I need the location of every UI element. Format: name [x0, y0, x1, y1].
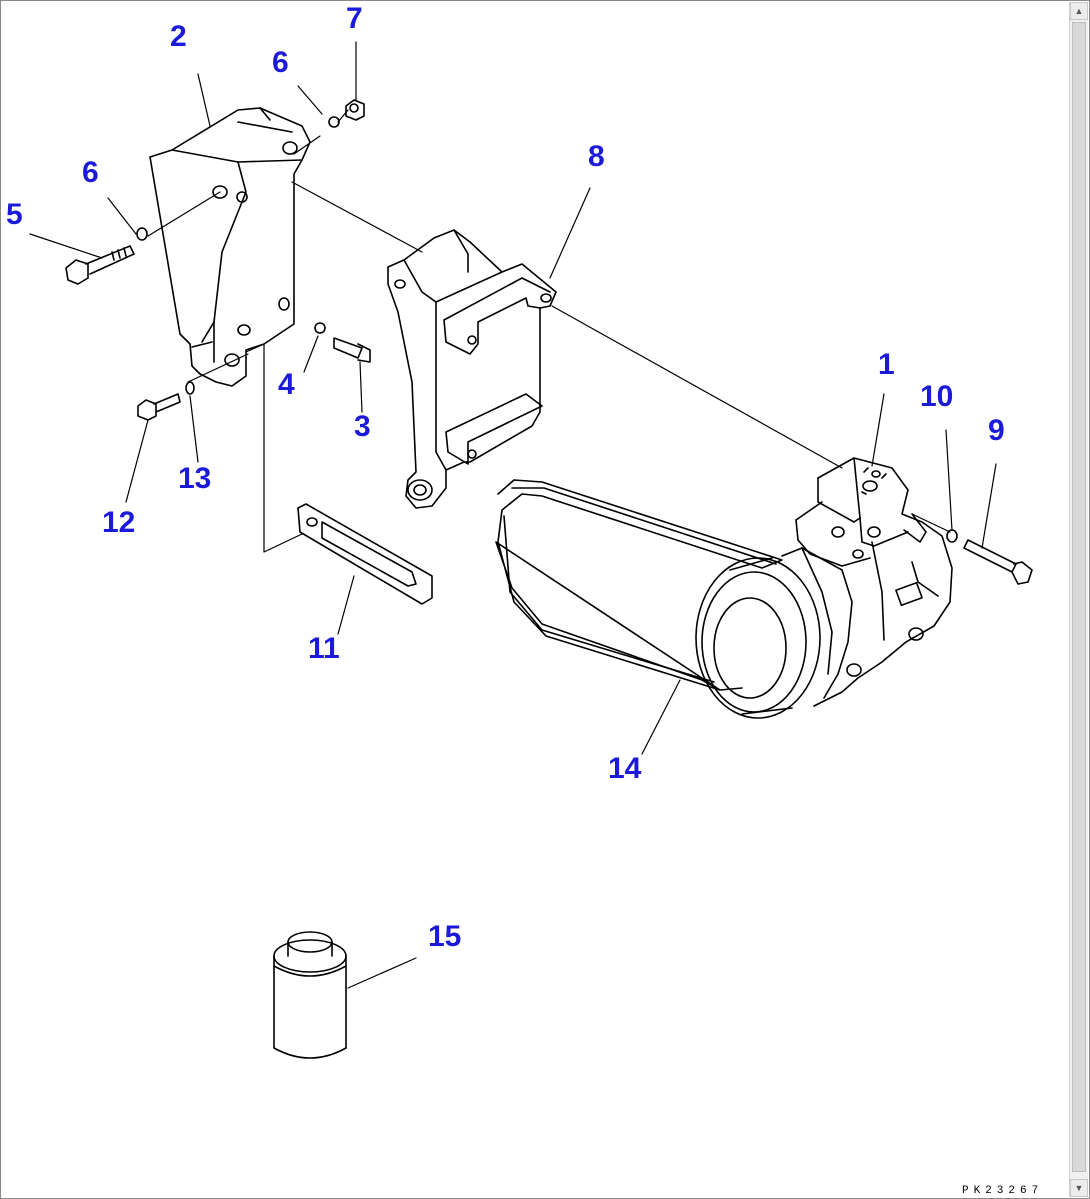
callout-6-top[interactable]: 6 — [272, 46, 289, 79]
callout-4[interactable]: 4 — [278, 368, 295, 401]
callout-2[interactable]: 2 — [170, 20, 187, 53]
callout-11[interactable]: 11 — [308, 632, 340, 665]
callout-13[interactable]: 13 — [178, 462, 212, 495]
callout-9[interactable]: 9 — [988, 414, 1005, 447]
bolt-part-9 — [963, 539, 1033, 585]
bolt-part-12 — [137, 393, 181, 421]
vertical-scrollbar[interactable]: ▲ ▼ — [1069, 2, 1088, 1197]
callout-7[interactable]: 7 — [346, 2, 363, 35]
callout-12[interactable]: 12 — [102, 506, 136, 539]
callout-8[interactable]: 8 — [588, 140, 605, 173]
bolt-part-3 — [333, 337, 371, 363]
scrollbar-thumb[interactable] — [1072, 22, 1086, 1172]
adjust-plate-part-11 — [297, 503, 433, 605]
callout-14[interactable]: 14 — [608, 752, 642, 785]
belt-part-14 — [495, 479, 783, 691]
arrow-down-icon[interactable]: ▼ — [1070, 1179, 1088, 1197]
compressor-part-1 — [695, 457, 953, 719]
washer-part-4 — [314, 322, 326, 334]
callout-10[interactable]: 10 — [920, 380, 954, 413]
leader-lines — [29, 41, 997, 989]
callout-5[interactable]: 5 — [6, 198, 23, 231]
callout-15[interactable]: 15 — [428, 920, 462, 953]
bracket-part-2 — [149, 107, 311, 387]
exploded-view-drawing — [29, 41, 1033, 1059]
washer-part-13 — [185, 381, 195, 395]
parts-diagram: 1 2 3 4 5 6 6 7 8 9 10 11 12 13 14 15 — [2, 2, 1068, 1197]
nut-part-7 — [345, 99, 365, 121]
callout-1[interactable]: 1 — [878, 348, 895, 381]
washer-part-6-left — [136, 227, 148, 241]
washer-part-6-top — [328, 116, 340, 128]
bolt-part-5 — [65, 245, 135, 285]
callout-6-left[interactable]: 6 — [82, 156, 99, 189]
drawing-reference-code: PK23267 — [962, 1185, 1044, 1197]
cartridge-part-15 — [273, 931, 347, 1059]
callout-3[interactable]: 3 — [354, 410, 371, 443]
arrow-up-icon[interactable]: ▲ — [1070, 2, 1088, 20]
bracket-part-8 — [387, 229, 557, 509]
